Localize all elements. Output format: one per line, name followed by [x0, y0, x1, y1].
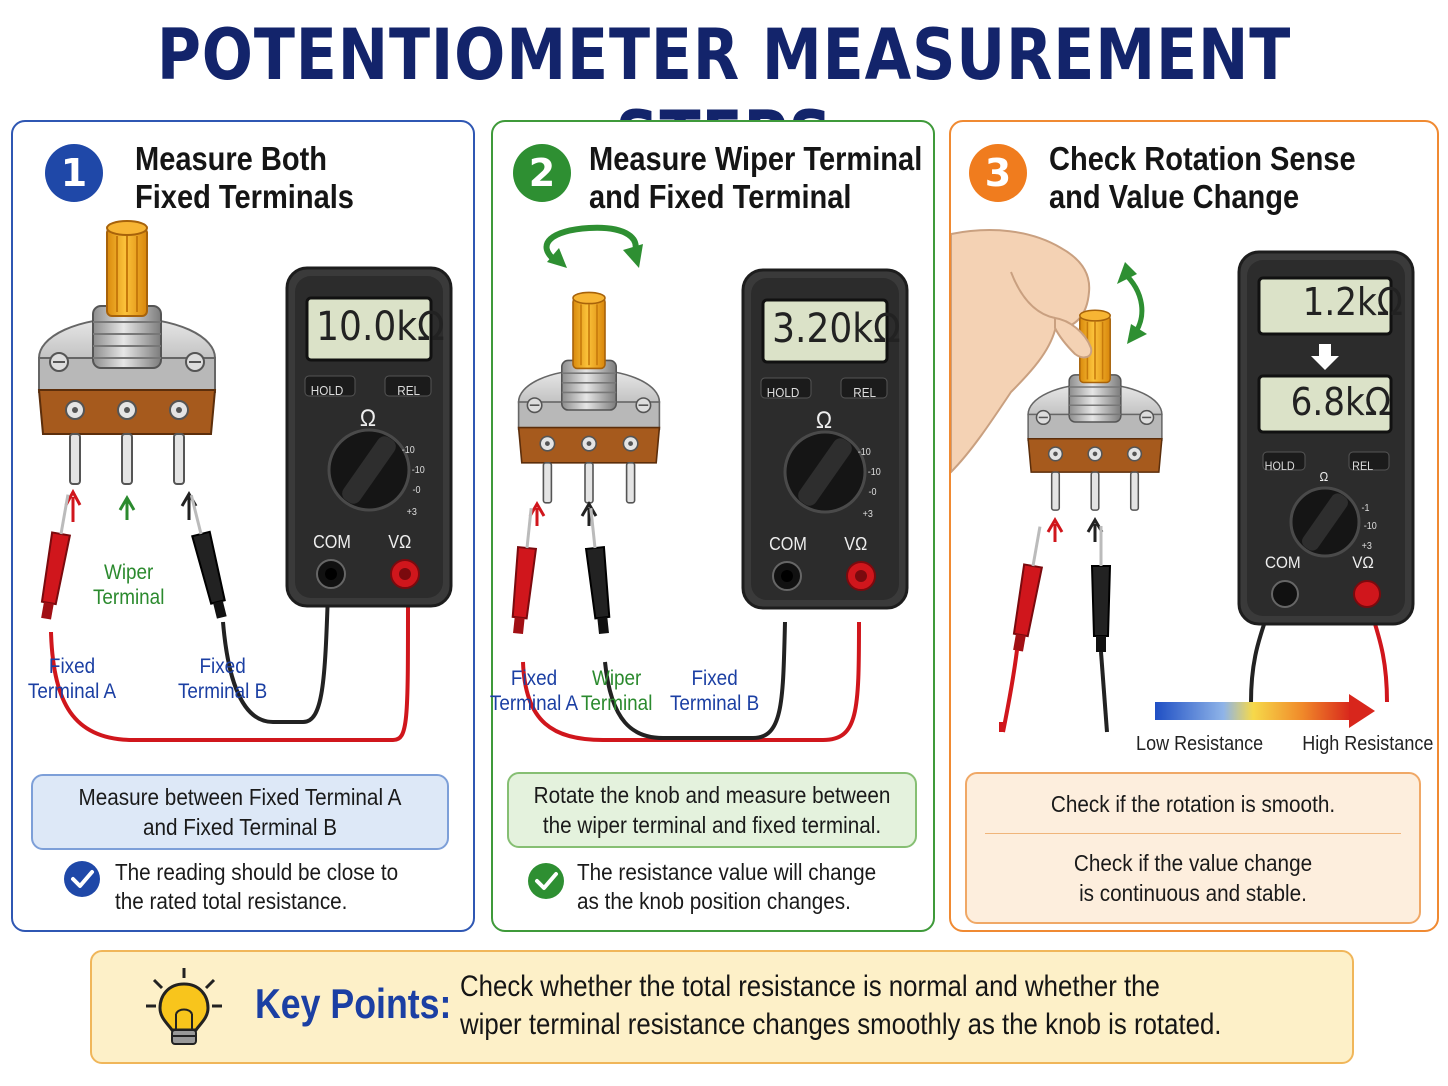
label-fixed-terminal-a: Fixed Terminal A — [27, 655, 117, 703]
ohm-symbol: Ω — [1319, 469, 1329, 484]
dial-tick: -0 — [412, 485, 421, 496]
black-wire — [603, 621, 787, 740]
step-number-badge: 1 — [45, 144, 103, 202]
instruction-box: Measure between Fixed Terminal A and Fix… — [31, 774, 449, 850]
potentiometer-icon — [38, 220, 216, 485]
result-note: The reading should be close to the rated… — [115, 859, 399, 914]
check-circle-icon — [64, 861, 100, 897]
lightbulb-icon — [146, 968, 222, 1045]
dial-tick: +3 — [406, 507, 417, 518]
red-probe-icon — [507, 505, 542, 636]
rel-button-label: REL — [397, 383, 421, 398]
multimeter-icon — [741, 268, 909, 610]
black-wire — [221, 591, 330, 724]
multimeter-icon — [285, 266, 453, 608]
dial-tick: -10 — [867, 467, 881, 478]
step-1-panel: 1 Measure Both Fixed Terminals — [11, 120, 475, 932]
black-probe-icon — [580, 505, 615, 636]
vohm-jack-label: VΩ — [388, 532, 412, 552]
step-number-badge: 3 — [969, 144, 1027, 202]
label-fixed-terminal-b: Fixed Terminal B — [177, 655, 268, 703]
red-wire — [49, 601, 410, 742]
dial-tick: -0 — [868, 487, 877, 498]
arrow-right-icon — [1349, 694, 1375, 728]
com-jack-label: COM — [1264, 553, 1301, 572]
meter-reading: 3.20kΩ — [772, 306, 901, 352]
divider — [985, 832, 1401, 834]
multimeter-icon — [1237, 250, 1415, 626]
step-3-panel: 3 Check Rotation Sense and Value Change — [949, 120, 1439, 932]
red-wire — [521, 621, 861, 742]
step-title: Measure Both Fixed Terminals — [135, 140, 354, 215]
instruction-box: Check if the rotation is smooth. Check i… — [965, 772, 1421, 924]
resistance-scale-bar — [1155, 702, 1351, 720]
label-wiper-terminal: Wiper Terminal — [92, 561, 165, 609]
ohm-symbol: Ω — [359, 405, 377, 432]
step-number-badge: 2 — [513, 144, 571, 202]
red-probe-icon — [1007, 523, 1051, 654]
step-2-illustration — [507, 224, 909, 742]
dial-tick: +3 — [1361, 541, 1372, 552]
step-title: Check Rotation Sense and Value Change — [1049, 140, 1356, 215]
label-fixed-terminal-a: Fixed Terminal A — [489, 667, 579, 715]
step-1-illustration — [35, 220, 453, 742]
high-resistance-label: High Resistance — [1302, 733, 1434, 755]
hand-icon — [951, 229, 1091, 474]
low-resistance-label: Low Resistance — [1136, 733, 1264, 755]
ohm-symbol: Ω — [815, 407, 833, 434]
label-wiper-terminal: Wiper Terminal — [580, 667, 653, 715]
key-points-label: Key Points: — [255, 980, 452, 1027]
red-probe-icon — [35, 491, 79, 622]
hold-button-label: HOLD — [1264, 459, 1295, 473]
label-fixed-terminal-b: Fixed Terminal B — [669, 667, 760, 715]
hold-button-label: HOLD — [766, 385, 800, 400]
com-jack-label: COM — [313, 532, 351, 552]
result-note: The resistance value will change as the … — [577, 859, 877, 914]
black-probe-icon — [1090, 524, 1112, 654]
dial-tick: -10 — [401, 445, 415, 456]
step-3-illustration — [951, 229, 1415, 733]
vohm-jack-label: VΩ — [1352, 553, 1374, 572]
com-jack-label: COM — [769, 534, 807, 554]
step-title: Measure Wiper Terminal and Fixed Termina… — [589, 140, 923, 215]
meter-reading: 10.0kΩ — [316, 304, 445, 350]
dial-tick: +3 — [862, 509, 873, 520]
key-points-text: Check whether the total resistance is no… — [460, 970, 1222, 1041]
dial-tick: -10 — [857, 447, 871, 458]
dial-tick: -10 — [411, 465, 425, 476]
check-circle-icon — [528, 863, 564, 899]
step-2-panel: 2 Measure Wiper Terminal and Fixed Termi… — [489, 120, 935, 932]
key-points-box: Key Points: Check whether the total resi… — [90, 950, 1354, 1064]
rel-button-label: REL — [853, 385, 877, 400]
rotate-arrow-icon — [543, 224, 639, 265]
dial-tick: -1 — [1361, 503, 1370, 514]
potentiometer-icon — [517, 291, 661, 504]
vohm-jack-label: VΩ — [844, 534, 868, 554]
meter-reading-from: 1.2kΩ — [1302, 280, 1403, 324]
meter-reading-to: 6.8kΩ — [1290, 380, 1391, 424]
hold-button-label: HOLD — [310, 383, 344, 398]
dial-tick: -10 — [1363, 521, 1377, 532]
rel-button-label: REL — [1352, 459, 1374, 473]
instruction-box: Rotate the knob and measure between the … — [507, 772, 917, 848]
